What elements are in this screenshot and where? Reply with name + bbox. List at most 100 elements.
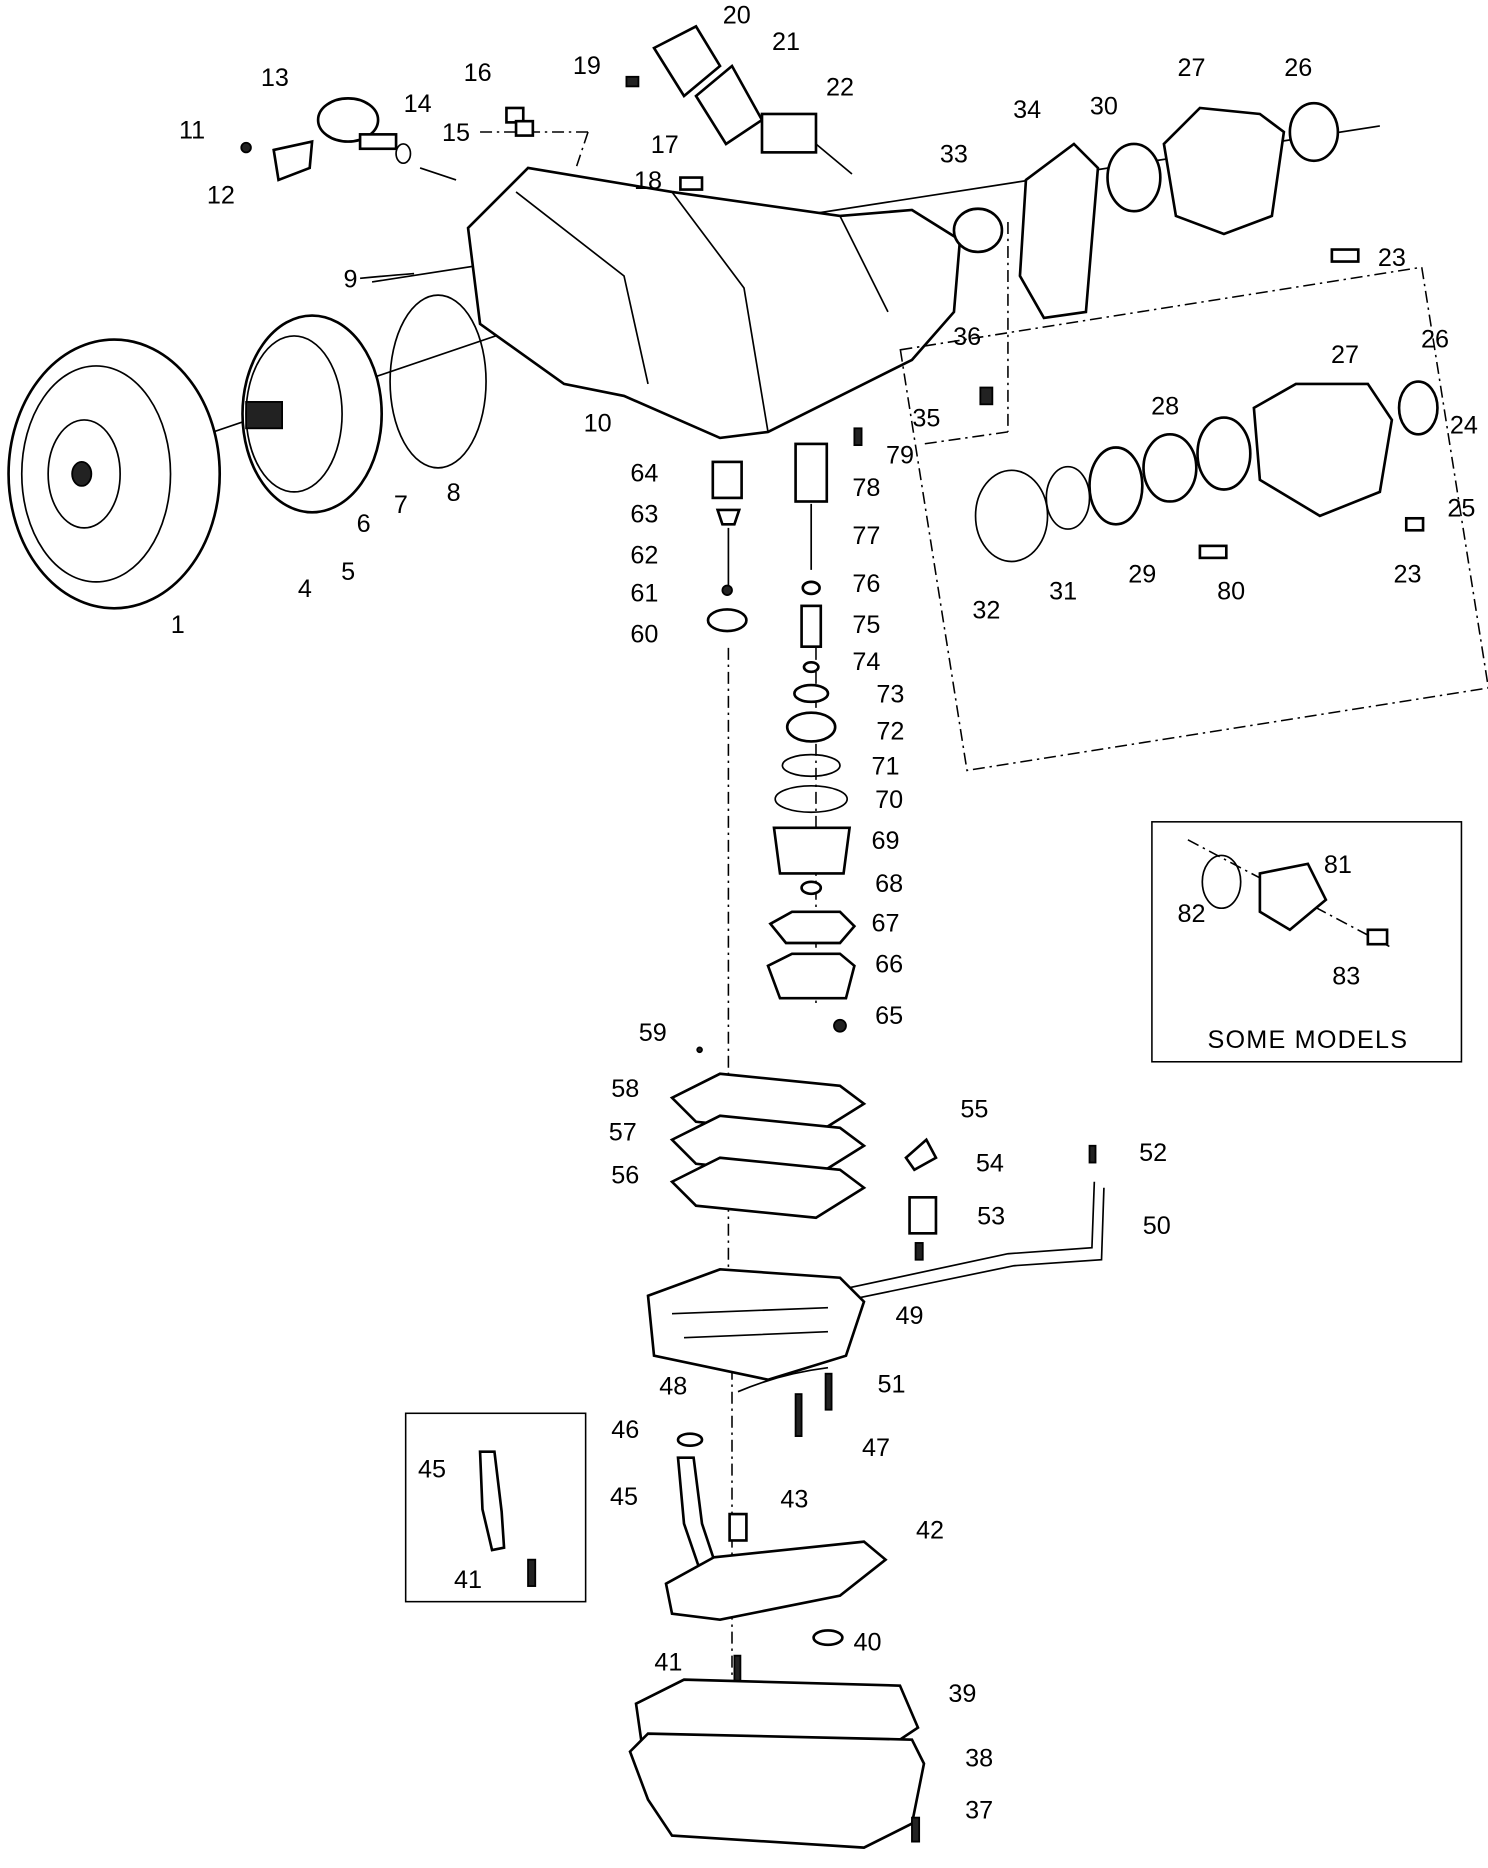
callout-number: 40 (854, 1628, 882, 1656)
callout-number: 38 (965, 1745, 993, 1773)
callout-number: 28 (1151, 393, 1179, 421)
callout-number: 32 (972, 597, 1000, 625)
callout-number: 62 (630, 541, 658, 569)
callout-number: 58 (611, 1075, 639, 1103)
callout-number: 45 (610, 1483, 638, 1511)
servo-stack (706, 386, 994, 1033)
callout-number: 4 (298, 575, 312, 603)
alt-extension-parts (974, 380, 1439, 563)
callout-number: 8 (447, 479, 461, 507)
callout-number: 43 (780, 1486, 808, 1514)
callout-number: 63 (630, 501, 658, 529)
filter-assembly (664, 1432, 888, 1683)
callout-number: 11 (179, 117, 205, 145)
callout-number: 14 (404, 90, 432, 118)
callout-number: 52 (1139, 1139, 1167, 1167)
callout-number: 31 (1049, 577, 1077, 605)
callout-number: 49 (896, 1302, 924, 1330)
callout-number: 7 (394, 491, 408, 519)
callout-number: 69 (872, 827, 900, 855)
callout-number: 10 (584, 409, 612, 437)
callout-number: 65 (875, 1002, 903, 1030)
callout-number: 24 (1450, 412, 1478, 440)
callout-number: 13 (261, 64, 289, 92)
callout-number: 21 (772, 28, 800, 56)
callout-number: 75 (852, 611, 880, 639)
some-models-inset: SOME MODELS (1151, 821, 1463, 1063)
callout-number: 68 (875, 870, 903, 898)
callout-number: 61 (630, 580, 658, 608)
callout-number: 41 (654, 1649, 682, 1677)
callout-number: 15 (442, 119, 470, 147)
oil-pump (241, 314, 383, 514)
callout-number: 35 (912, 405, 940, 433)
callout-number: 50 (1143, 1212, 1171, 1240)
callout-number: 81 (1324, 851, 1352, 879)
inset-caption: SOME MODELS (1208, 1026, 1409, 1054)
callout-number: 42 (916, 1517, 944, 1545)
callout-number: 16 (464, 59, 492, 87)
callout-number: 20 (723, 1, 751, 29)
callout-number: 66 (875, 950, 903, 978)
transmission-case (466, 166, 962, 440)
callout-number: 18 (634, 167, 662, 195)
callout-number: 72 (876, 718, 904, 746)
alt-extension-box (899, 266, 1488, 772)
callout-number: 33 (940, 141, 968, 169)
extension-housing (952, 101, 1360, 320)
callout-number: 56 (611, 1162, 639, 1190)
callout-number: 79 (886, 442, 914, 470)
callout-number: 64 (630, 460, 658, 488)
callout-number: 17 (651, 131, 679, 159)
callout-number: 25 (1447, 495, 1475, 523)
callout-number: 57 (609, 1118, 637, 1146)
callout-number: 82 (1177, 900, 1205, 928)
callout-number: 23 (1378, 244, 1406, 272)
callout-number: 41 (454, 1566, 482, 1594)
top-components (240, 24, 853, 280)
callout-number: 6 (357, 510, 371, 538)
callout-number: 77 (852, 522, 880, 550)
callout-number: 74 (852, 648, 880, 676)
callout-number: 34 (1013, 96, 1041, 124)
callout-number: 59 (639, 1019, 667, 1047)
valve-body-plates (669, 1046, 867, 1220)
callout-number: 12 (207, 181, 235, 209)
callout-number: 23 (1393, 561, 1421, 589)
solenoid-and-lines (839, 1137, 1105, 1303)
callout-number: 78 (852, 474, 880, 502)
torque-converter (7, 338, 222, 610)
callout-number: 76 (852, 570, 880, 598)
callout-number: 83 (1332, 962, 1360, 990)
callout-number: 47 (862, 1434, 890, 1462)
callout-number: 29 (1128, 561, 1156, 589)
callout-number: 53 (977, 1202, 1005, 1230)
callout-number: 26 (1284, 54, 1312, 82)
callout-number: 39 (948, 1680, 976, 1708)
callout-number: 37 (965, 1796, 993, 1824)
callout-number: 19 (573, 52, 601, 80)
callout-number: 45 (418, 1456, 446, 1484)
filter-tube-inset (404, 1412, 587, 1603)
callout-number: 80 (1217, 577, 1245, 605)
callout-number: 9 (343, 265, 357, 293)
callout-number: 54 (976, 1150, 1004, 1178)
callout-number: 27 (1177, 54, 1205, 82)
callout-number: 67 (872, 910, 900, 938)
oil-pan (628, 1678, 926, 1849)
callout-number: 22 (826, 73, 854, 101)
callout-number: 36 (953, 323, 981, 351)
callout-number: 30 (1090, 93, 1118, 121)
pump-gasket (389, 294, 487, 469)
callout-number: 1 (171, 611, 185, 639)
callout-number: 5 (341, 558, 355, 586)
callout-number: 60 (630, 621, 658, 649)
callout-number: 51 (878, 1370, 906, 1398)
callout-number: 73 (876, 681, 904, 709)
valve-body (646, 1267, 866, 1437)
callout-number: 70 (875, 786, 903, 814)
callout-number: 71 (872, 752, 900, 780)
callout-number: 55 (960, 1096, 988, 1124)
